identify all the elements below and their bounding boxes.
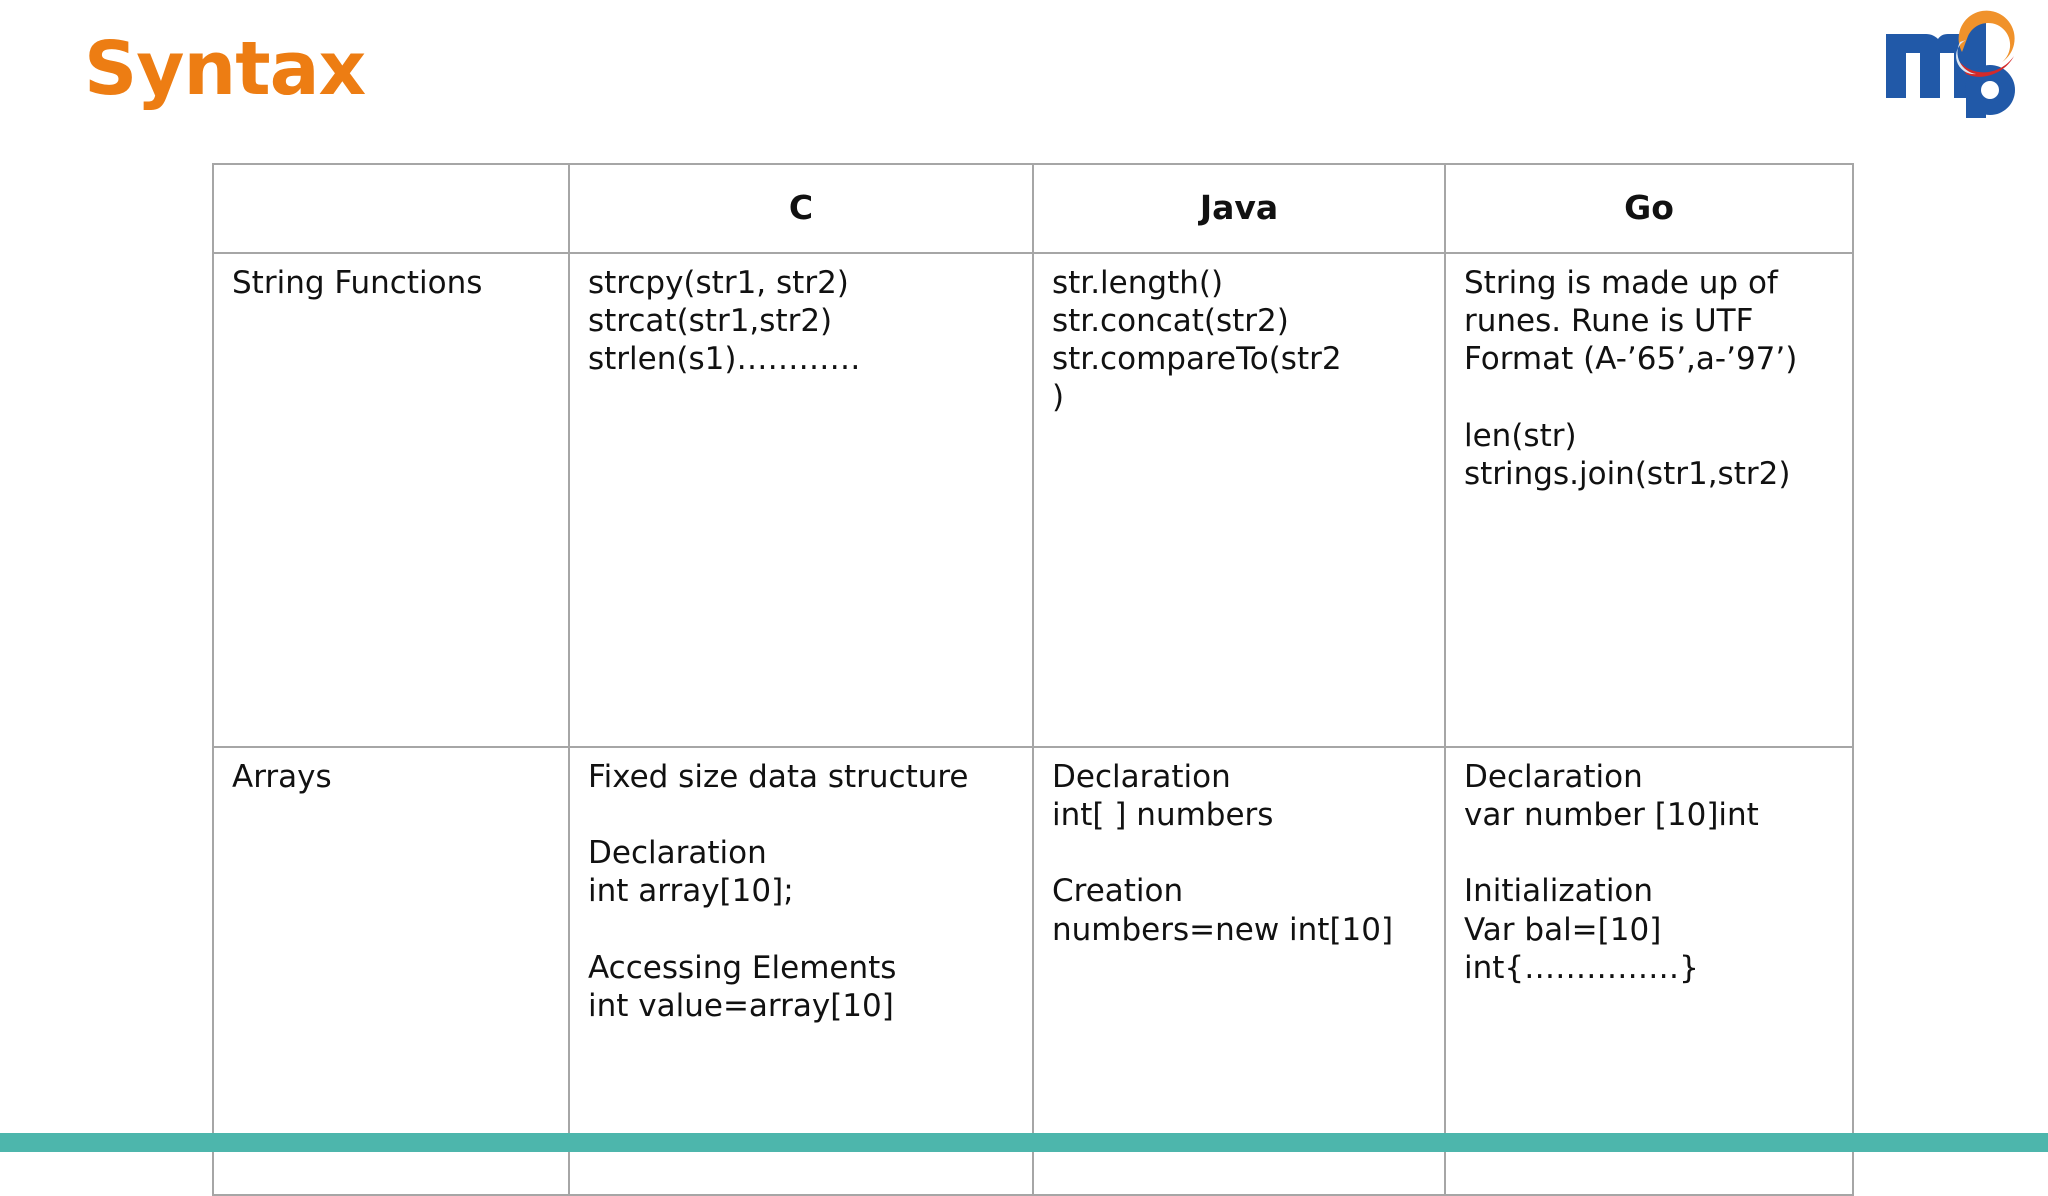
table-row: Arrays Fixed size data structure Declara… [212, 746, 1854, 1196]
header-c: C [568, 163, 1034, 254]
mb-logo [1880, 6, 2030, 118]
cell-string-functions-java: str.length() str.concat(str2) str.compar… [1032, 252, 1446, 748]
row-label-string-functions: String Functions [212, 252, 570, 748]
header-go: Go [1444, 163, 1854, 254]
comparison-table: C Java Go String Functions strcpy(str1, … [212, 163, 1854, 1196]
header-blank [212, 163, 570, 254]
header-java: Java [1032, 163, 1446, 254]
cell-arrays-java: Declaration int[ ] numbers Creation numb… [1032, 746, 1446, 1196]
table-row: String Functions strcpy(str1, str2) strc… [212, 252, 1854, 748]
page-title: Syntax [84, 26, 366, 112]
cell-string-functions-c: strcpy(str1, str2) strcat(str1,str2) str… [568, 252, 1034, 748]
cell-string-functions-go: String is made up of runes. Rune is UTF … [1444, 252, 1854, 748]
slide-canvas: Syntax C Java Go [0, 6, 2048, 1196]
table-header-row: C Java Go [212, 163, 1854, 254]
cell-arrays-go: Declaration var number [10]int Initializ… [1444, 746, 1854, 1196]
cell-arrays-c: Fixed size data structure Declaration in… [568, 746, 1034, 1196]
row-label-arrays: Arrays [212, 746, 570, 1196]
bottom-accent-bar [0, 1133, 2048, 1152]
